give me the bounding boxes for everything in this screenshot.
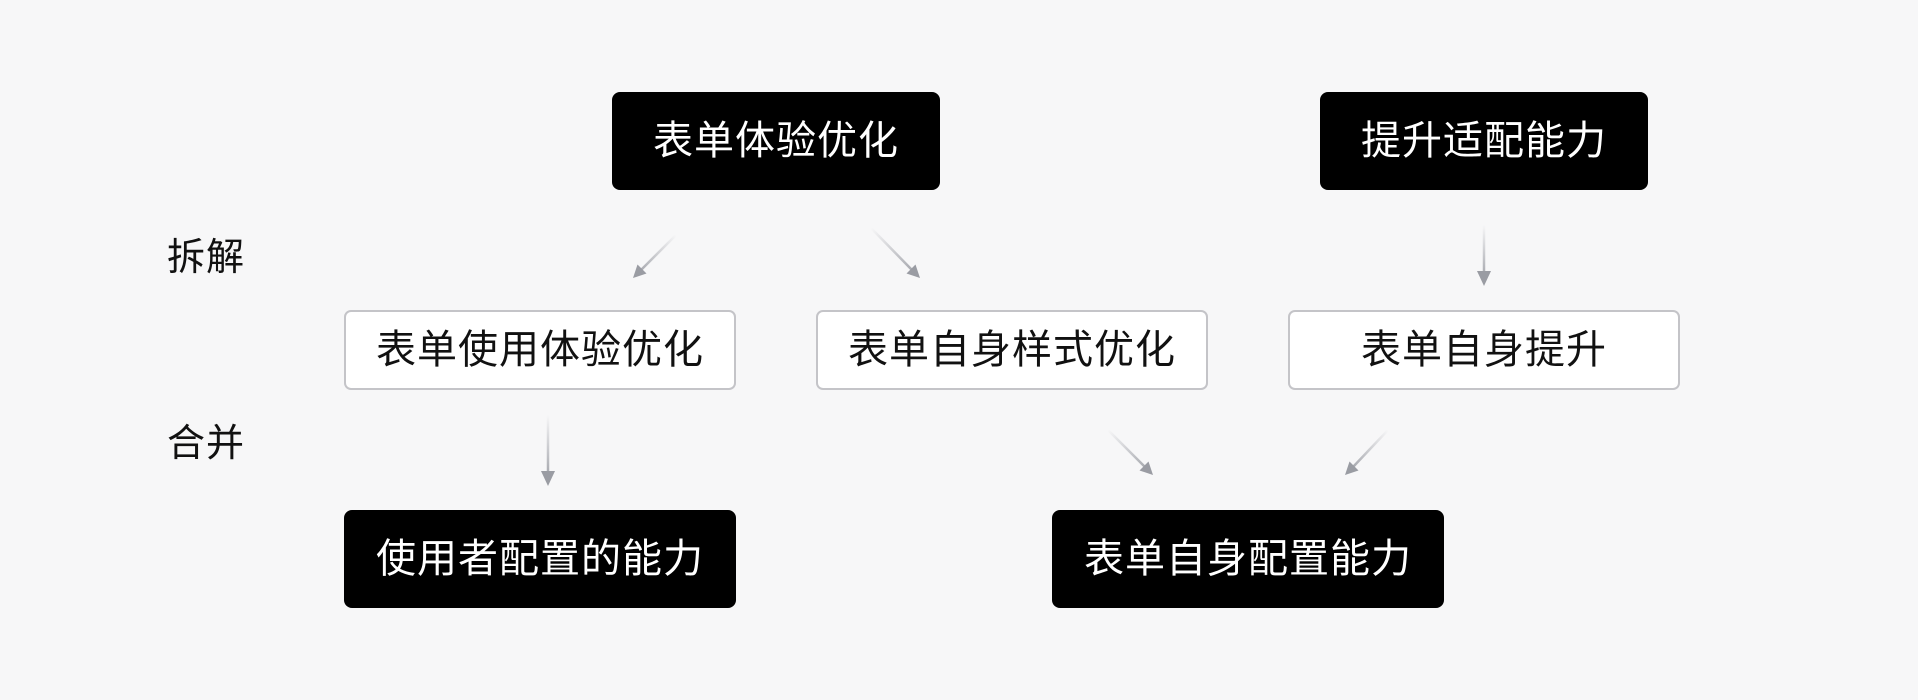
node-form-self-improvement: 表单自身提升 — [1288, 310, 1680, 390]
node-form-own-style-optimization: 表单自身样式优化 — [816, 310, 1208, 390]
node-form-own-configuration-ability: 表单自身配置能力 — [1052, 510, 1444, 608]
node-user-configuration-ability: 使用者配置的能力 — [344, 510, 736, 608]
node-improve-adaptability: 提升适配能力 — [1320, 92, 1648, 190]
arrow-to-form-usage-experience — [633, 234, 677, 278]
split-label: 拆解 — [167, 235, 246, 279]
node-form-usage-experience-optimization: 表单使用体验优化 — [344, 310, 736, 390]
arrow-merge-left — [1107, 429, 1153, 475]
arrow-to-form-own-style — [870, 227, 920, 278]
node-form-experience-optimization: 表单体验优化 — [612, 92, 940, 190]
merge-label: 合并 — [167, 421, 246, 465]
arrow-merge-right — [1345, 429, 1389, 475]
arrow-to-form-self-improvement — [1477, 225, 1491, 286]
arrow-to-user-configuration — [541, 415, 555, 486]
